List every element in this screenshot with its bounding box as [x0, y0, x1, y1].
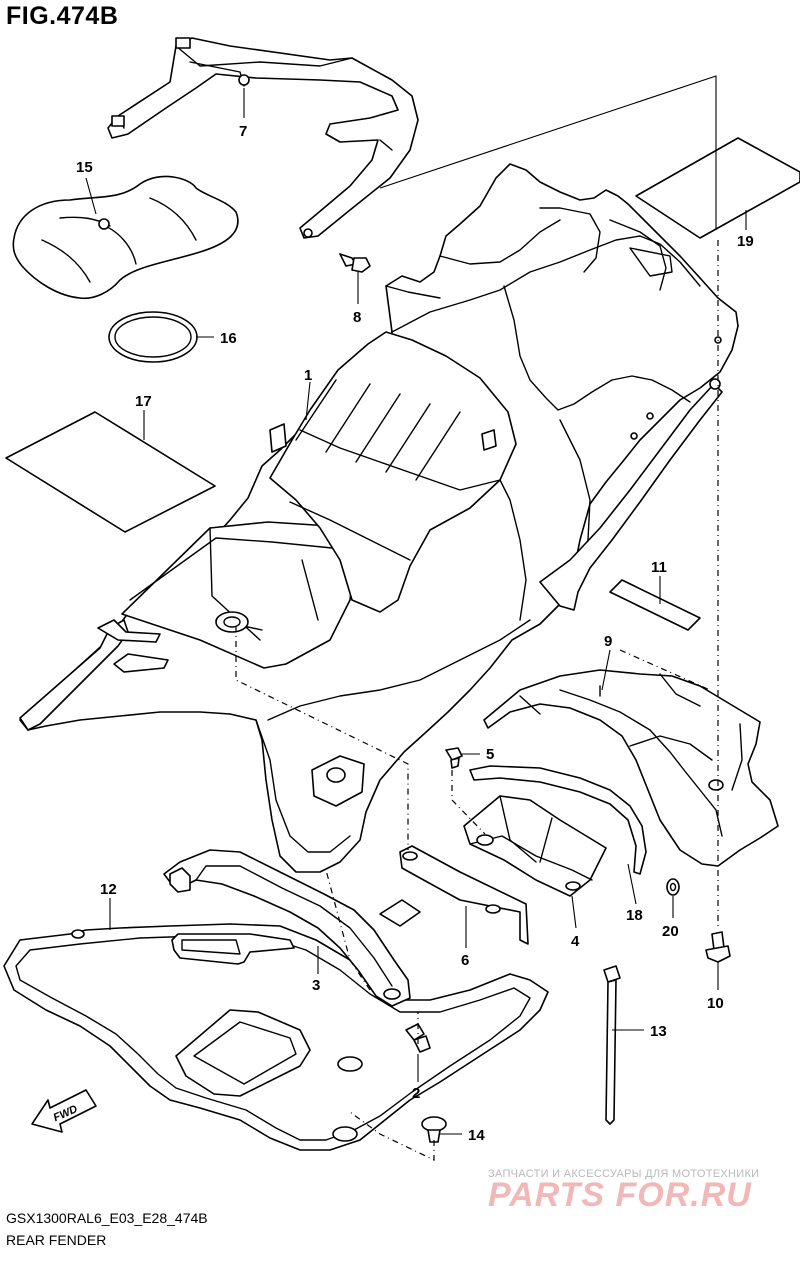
callout-10: 10 [707, 995, 724, 1012]
callout-3: 3 [312, 977, 320, 994]
callout-9: 9 [604, 633, 612, 650]
part-13-cable-tie [603, 965, 621, 1125]
part-1-rear-fender [19, 163, 739, 873]
callout-19: 19 [737, 233, 754, 250]
part-4-bracket [463, 795, 607, 897]
part-19-pad [635, 137, 800, 239]
part-20-washer [666, 878, 680, 896]
callout-12: 12 [100, 881, 117, 898]
watermark-logo: PARTS FOR.RU [488, 1176, 752, 1214]
part-11-strip [609, 579, 701, 631]
fwd-arrow-icon: FWD [31, 1089, 97, 1133]
part-7-grab-rail [107, 37, 419, 239]
part-3-bracket-plate [163, 849, 421, 1007]
callout-15: 15 [76, 159, 93, 176]
diagram-code: GSX1300RAL6_E03_E28_474B [6, 1210, 208, 1226]
callout-13: 13 [650, 1023, 667, 1040]
callout-16: 16 [220, 330, 237, 347]
part-9-fender-extension [483, 669, 779, 867]
part-5-clip [445, 747, 463, 769]
part-16-o-ring [108, 311, 198, 363]
alignment-lines [235, 75, 719, 1161]
leader-lines [85, 88, 747, 1135]
part-17-sheet [5, 411, 216, 533]
part-10-bolt [705, 931, 731, 963]
callout-7: 7 [239, 123, 247, 140]
part-6-bracket [399, 845, 529, 945]
callout-14: 14 [468, 1127, 485, 1144]
callout-labels: 1 2 3 4 5 6 7 8 9 10 11 12 13 14 15 16 1… [76, 123, 754, 1144]
callout-5: 5 [486, 746, 494, 763]
part-12-frame [3, 923, 549, 1151]
callout-11: 11 [651, 559, 667, 576]
diagram-caption: REAR FENDER [6, 1232, 107, 1248]
callout-2: 2 [412, 1085, 420, 1102]
figure-title: FIG.474B [6, 2, 119, 30]
callout-6: 6 [461, 952, 469, 969]
callout-20: 20 [662, 923, 679, 940]
callout-4: 4 [571, 933, 580, 950]
part-8-bolt [339, 253, 371, 273]
part-18-flap [469, 765, 647, 875]
watermark-tagline: ЗАПЧАСТИ И АКСЕССУАРЫ ДЛЯ МОТОТЕХНИКИ [488, 1168, 760, 1180]
part-14-clip [421, 1116, 447, 1143]
part-15-seat-cover [12, 175, 239, 300]
callout-18: 18 [626, 907, 643, 924]
callout-8: 8 [353, 309, 361, 326]
callout-1: 1 [304, 367, 312, 384]
callout-17: 17 [135, 393, 152, 410]
